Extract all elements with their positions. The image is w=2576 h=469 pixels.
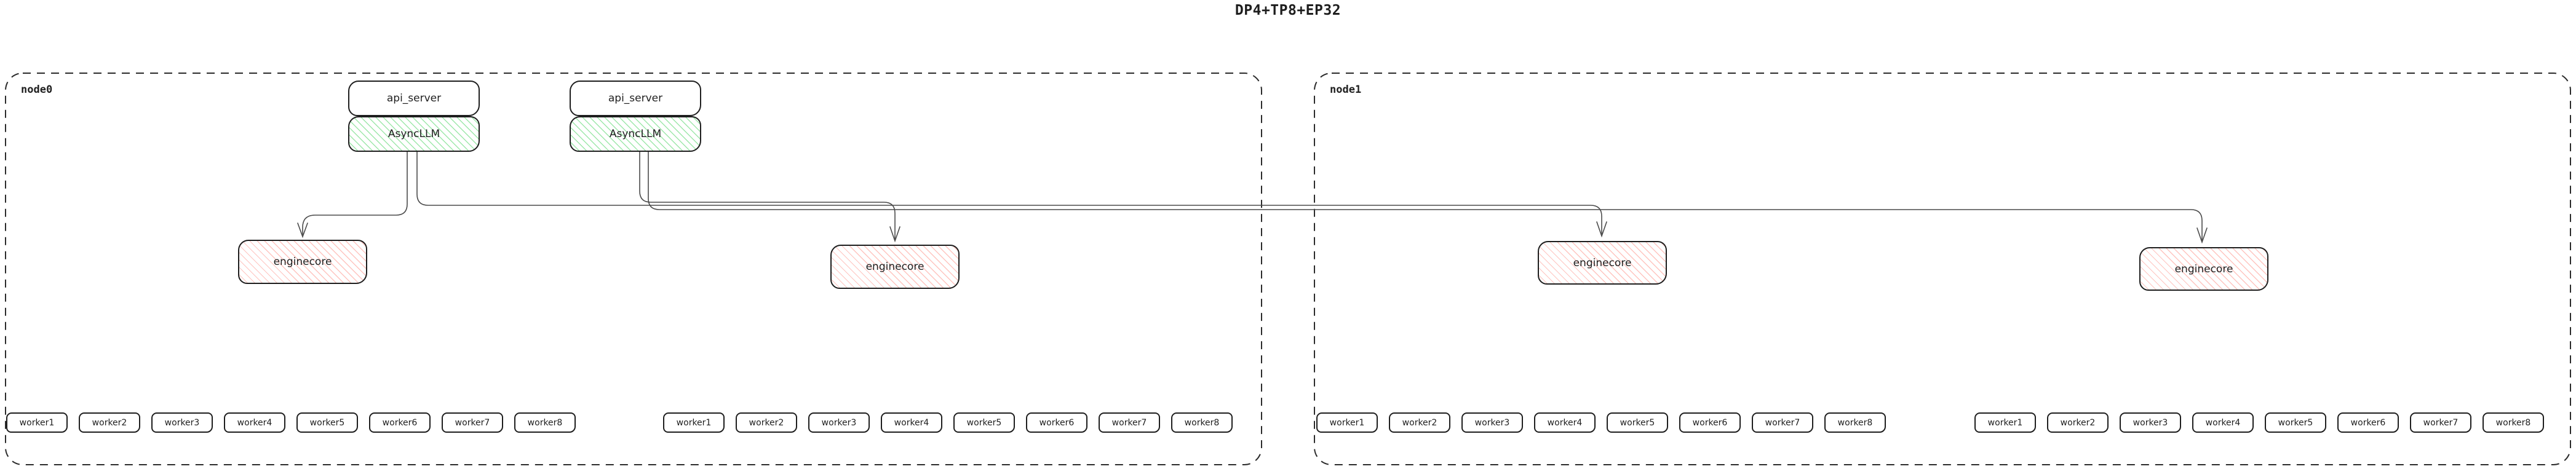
enginecore-label-4: enginecore [2174, 262, 2233, 275]
asyncllm-label-2: AsyncLLM [609, 128, 662, 140]
enginecore-box-3: enginecore [1538, 241, 1667, 285]
worker-box: worker2 [79, 412, 140, 433]
worker-box: worker1 [1316, 412, 1378, 433]
worker-box: worker7 [442, 412, 503, 433]
worker-box: worker3 [2120, 412, 2181, 433]
node1-boundary [1314, 73, 2571, 465]
worker-box: worker8 [1171, 412, 1233, 433]
enginecore-box-1: enginecore [238, 240, 367, 284]
worker-box: worker2 [2047, 412, 2109, 433]
enginecore-label-3: enginecore [1573, 256, 1632, 269]
worker-group-node1-1: worker1 worker2 worker3 worker4 worker5 … [1316, 412, 1886, 433]
worker-box: worker5 [2265, 412, 2326, 433]
arrowhead-enginecore3 [1596, 221, 1607, 238]
asyncllm-box-2: AsyncLLM [570, 116, 701, 152]
worker-box: worker3 [1461, 412, 1523, 433]
connector-asyncllm1-enginecore3 [416, 152, 1602, 234]
worker-group-node1-2: worker1 worker2 worker3 worker4 worker5 … [1974, 412, 2544, 433]
connector-asyncllm1-enginecore1 [302, 152, 408, 235]
worker-box: worker7 [1752, 412, 1813, 433]
node0-label: node0 [21, 84, 53, 96]
worker-box: worker8 [2483, 412, 2544, 433]
api-server-box-1: api_server [348, 81, 480, 116]
worker-box: worker8 [1824, 412, 1886, 433]
connector-asyncllm2-enginecore4 [648, 152, 2203, 241]
enginecore-box-2: enginecore [830, 245, 960, 289]
worker-box: worker4 [881, 412, 942, 433]
arrowhead-enginecore2 [889, 226, 900, 243]
worker-box: worker3 [808, 412, 870, 433]
worker-box: worker7 [1099, 412, 1160, 433]
worker-box: worker1 [1974, 412, 2036, 433]
worker-box: worker1 [6, 412, 68, 433]
arrowhead-enginecore1 [297, 223, 308, 238]
worker-box: worker5 [1607, 412, 1668, 433]
enginecore-label-1: enginecore [273, 256, 332, 268]
api-server-label-1: api_server [386, 92, 442, 104]
worker-box: worker6 [2337, 412, 2399, 433]
worker-box: worker6 [1679, 412, 1741, 433]
worker-box: worker2 [736, 412, 797, 433]
enginecore-box-4: enginecore [2139, 247, 2268, 291]
worker-box: worker5 [953, 412, 1015, 433]
worker-box: worker6 [369, 412, 431, 433]
worker-box: worker5 [296, 412, 358, 433]
worker-group-node0-1: worker1 worker2 worker3 worker4 worker5 … [6, 412, 576, 433]
worker-box: worker1 [663, 412, 725, 433]
arrowhead-enginecore4 [2196, 227, 2208, 244]
enginecore-label-2: enginecore [865, 261, 924, 273]
node0-boundary [5, 73, 1262, 465]
worker-box: worker8 [514, 412, 576, 433]
worker-box: worker7 [2410, 412, 2471, 433]
connector-asyncllm2-enginecore2 [639, 152, 896, 240]
worker-box: worker2 [1389, 412, 1450, 433]
worker-box: worker4 [1534, 412, 1596, 433]
api-server-box-2: api_server [570, 81, 701, 116]
asyncllm-label-1: AsyncLLM [388, 128, 440, 140]
node1-label: node1 [1330, 84, 1362, 96]
worker-box: worker4 [2192, 412, 2254, 433]
worker-box: worker6 [1026, 412, 1087, 433]
diagram-title: DP4+TP8+EP32 [1234, 2, 1342, 18]
worker-box: worker3 [151, 412, 213, 433]
api-server-label-2: api_server [608, 92, 663, 104]
worker-box: worker4 [224, 412, 285, 433]
worker-group-node0-2: worker1 worker2 worker3 worker4 worker5 … [663, 412, 1233, 433]
asyncllm-box-1: AsyncLLM [348, 116, 480, 152]
